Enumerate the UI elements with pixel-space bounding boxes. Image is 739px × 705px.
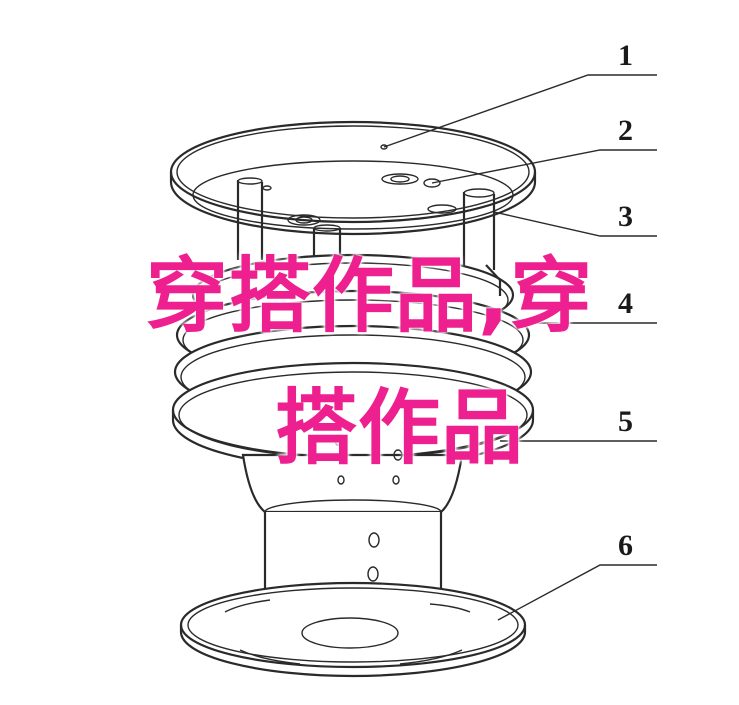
callout-5: 5 xyxy=(618,405,633,438)
louver-stack xyxy=(171,253,535,470)
callout-2: 2 xyxy=(618,114,633,147)
cap-fittings xyxy=(262,173,457,226)
top-cap xyxy=(169,120,537,236)
base-plate xyxy=(179,581,527,678)
leader-lines xyxy=(383,74,657,621)
callout-1: 1 xyxy=(618,39,633,72)
callout-6: 6 xyxy=(618,529,633,562)
callout-3: 3 xyxy=(618,200,633,233)
sensor-body xyxy=(241,434,464,602)
callout-4: 4 xyxy=(618,287,633,320)
overlay-text-line-1: 穿搭作品,穿 xyxy=(145,249,594,344)
callout-labels: 1 2 3 4 5 6 xyxy=(618,39,633,562)
overlay-text-line-2: 搭作品 xyxy=(274,381,524,476)
